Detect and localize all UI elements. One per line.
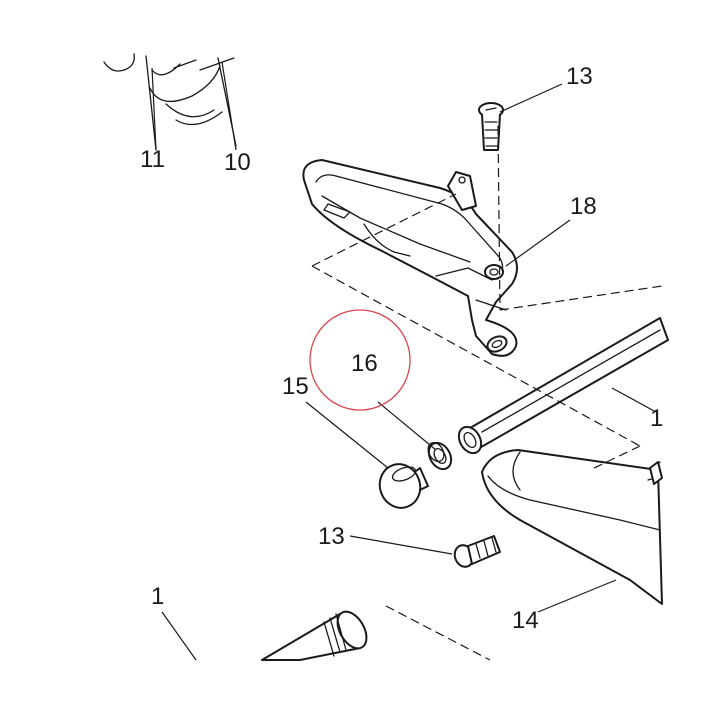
screw-13-bottom — [453, 535, 501, 568]
screw-13-top — [478, 102, 504, 151]
cap-15 — [378, 463, 429, 509]
callout-13-bottom: 13 — [318, 523, 345, 550]
assembly-lines — [311, 125, 663, 661]
callout-1-left: 1 — [151, 583, 164, 610]
callout-16: 16 — [351, 350, 378, 377]
callout-10: 10 — [224, 149, 251, 176]
shaft — [457, 317, 669, 455]
callout-11: 11 — [140, 146, 165, 173]
threaded-rod-1 — [261, 610, 368, 661]
callout-labels: 11 10 13 18 16 15 1 13 1 14 — [140, 63, 663, 634]
leader-lines — [151, 61, 657, 661]
callout-18: 18 — [570, 193, 597, 220]
highlight-circle — [309, 309, 411, 411]
callout-13-top: 13 — [566, 63, 593, 90]
part-10-11-assembly — [103, 53, 237, 151]
part-14-cover — [481, 449, 663, 605]
callout-1-right: 1 — [650, 405, 663, 432]
callout-14: 14 — [512, 607, 539, 634]
callout-15: 15 — [282, 373, 309, 400]
bracket-18 — [302, 159, 518, 357]
